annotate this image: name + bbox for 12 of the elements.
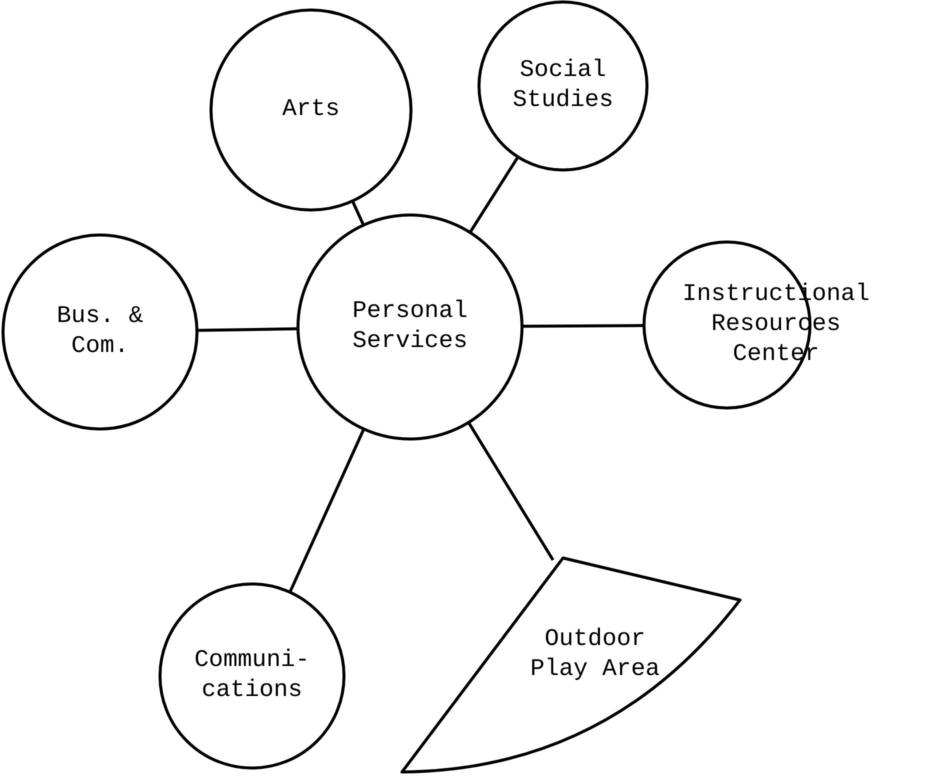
node-label: Bus. & Com. [56, 302, 144, 362]
connector-line [196, 327, 298, 332]
node-label: Personal Services [351, 297, 469, 357]
connector-line [351, 200, 365, 226]
connector-line [467, 422, 554, 561]
connector-line [468, 156, 520, 234]
connector-line [288, 428, 366, 593]
node-label: Outdoor Play Area [529, 625, 661, 685]
node-label: Arts [281, 95, 341, 125]
node-label: Communi- cations [193, 646, 311, 706]
node-label: Social Studies [512, 56, 614, 116]
connector-line [522, 324, 644, 328]
